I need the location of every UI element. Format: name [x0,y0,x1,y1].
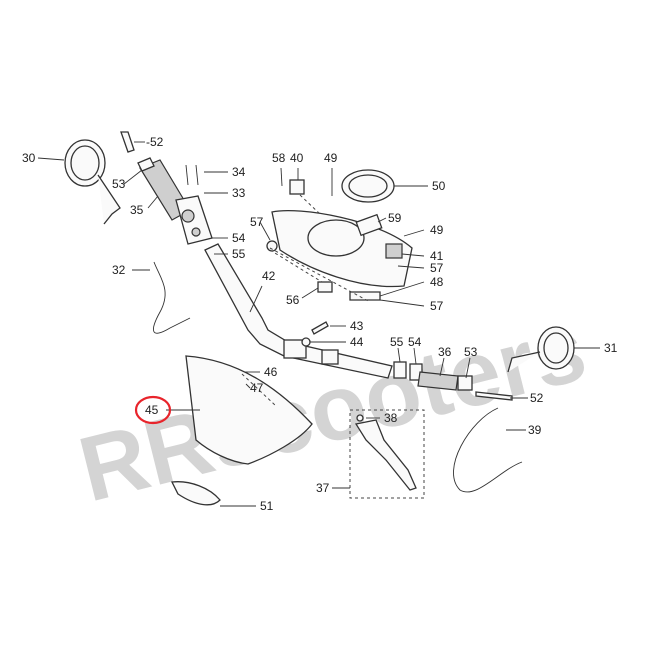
bolt-right [475,391,513,401]
callout-43: 43 [350,319,364,333]
callout-35: 35 [130,203,144,217]
callout-36: 36 [438,345,452,359]
callout-37: 37 [316,481,330,495]
right-mirror-stem [507,351,541,373]
callout-47: 47 [250,381,264,395]
callout-51: 51 [260,499,274,513]
callout-44: 44 [350,335,364,349]
callout-42: 42 [262,269,276,283]
callout-49-top: 49 [324,151,338,165]
part-41 [385,243,403,259]
callout-31: 31 [604,341,618,355]
upper-cover-assembly [266,169,413,303]
callout-labels: 30 -52 53 35 34 33 54 55 32 42 58 40 49 … [22,135,618,513]
callout-38: 38 [384,411,398,425]
callout-55-right: 55 [390,335,404,349]
callout-54-right: 54 [408,335,422,349]
callout-50: 50 [432,179,446,193]
callout-55-left: 55 [232,247,246,261]
callout-53-right: 53 [464,345,478,359]
collar-55 [393,361,407,379]
callout-34: 34 [232,165,246,179]
leader-lines [37,141,600,507]
left-switch-housing [175,195,213,245]
left-mirror-stem [97,174,121,225]
cable-32 [153,261,191,334]
callout-30: 30 [22,151,36,165]
callout-41: 41 [430,249,444,263]
brake-lever-box [349,409,425,499]
callout-40: 40 [290,151,304,165]
brake-lever [354,419,417,491]
speedometer-opening [307,219,365,257]
screw-38 [356,414,364,422]
cable-39 [453,407,523,493]
part-48 [349,291,381,301]
callout-56: 56 [286,293,300,307]
callout-57-upper: 57 [430,261,444,275]
callout-59: 59 [388,211,402,225]
callout-48: 48 [430,275,444,289]
callout-46: 46 [264,365,278,379]
bar-end-weight [457,375,473,391]
callout-52-right: 52 [530,391,544,405]
nut-44 [301,337,311,347]
callout-52-left: -52 [146,135,164,149]
callout-53-left: 53 [112,177,126,191]
handlebar-assembly [64,131,575,401]
callout-39: 39 [528,423,542,437]
part-56 [317,281,333,293]
callout-57-left: 57 [250,215,264,229]
callout-32: 32 [112,263,126,277]
screw-43 [311,321,329,335]
callout-33: 33 [232,186,246,200]
right-grip [417,371,459,391]
highlight-circle [134,395,172,425]
callout-45: 45 [145,403,159,417]
trim-strip-51 [171,481,221,506]
callout-54-left: 54 [232,231,246,245]
handlebar-clamp [283,339,307,359]
bolt-left [120,131,135,153]
callout-58: 58 [272,151,286,165]
bracket-40 [289,179,305,195]
callout-57-lower: 57 [430,299,444,313]
callout-49-right: 49 [430,223,444,237]
